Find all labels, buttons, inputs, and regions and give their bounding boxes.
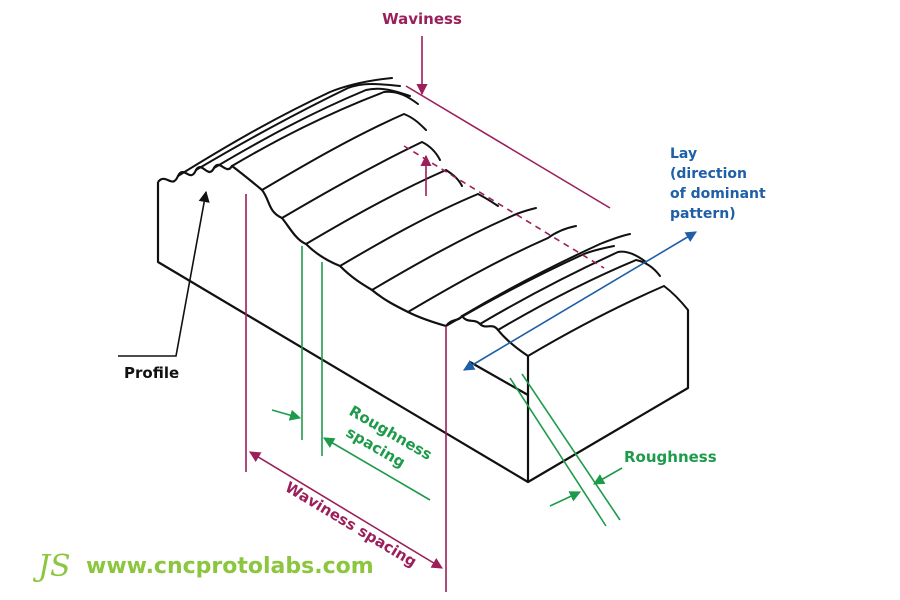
watermark-url: www.cncprotolabs.com <box>86 553 374 579</box>
profile-pointer <box>118 190 210 357</box>
roughness-spacing-arrow-right <box>323 437 431 501</box>
waviness-spacing-arrow <box>249 451 443 569</box>
roughness-ext-1 <box>509 377 607 527</box>
profile-label: Profile <box>124 364 179 382</box>
lay-label-line-4: pattern) <box>670 206 736 222</box>
roughness-label: Roughness <box>624 448 717 466</box>
lay-arrow <box>463 231 697 371</box>
waviness-guide-top <box>405 85 611 209</box>
lay-label-line-2: (direction <box>670 166 747 182</box>
lay-label-line-3: of dominant <box>670 186 766 202</box>
roughness-markers <box>271 246 623 527</box>
waviness-markers <box>245 36 611 592</box>
lay-label: Lay (direction of dominant pattern) <box>670 146 771 222</box>
lay-label-line-1: Lay <box>670 146 697 162</box>
block <box>156 163 690 484</box>
waviness-guide-dashed <box>403 145 605 269</box>
waviness-label: Waviness <box>382 10 462 28</box>
roughness-arrow-left <box>549 491 582 507</box>
roughness-ext-2 <box>521 373 621 521</box>
watermark: JS www.cncprotolabs.com <box>38 546 374 586</box>
roughness-spacing-arrow-left <box>271 409 302 421</box>
brand-logo: JS <box>38 548 71 584</box>
roughness-arrow-right <box>593 467 623 485</box>
